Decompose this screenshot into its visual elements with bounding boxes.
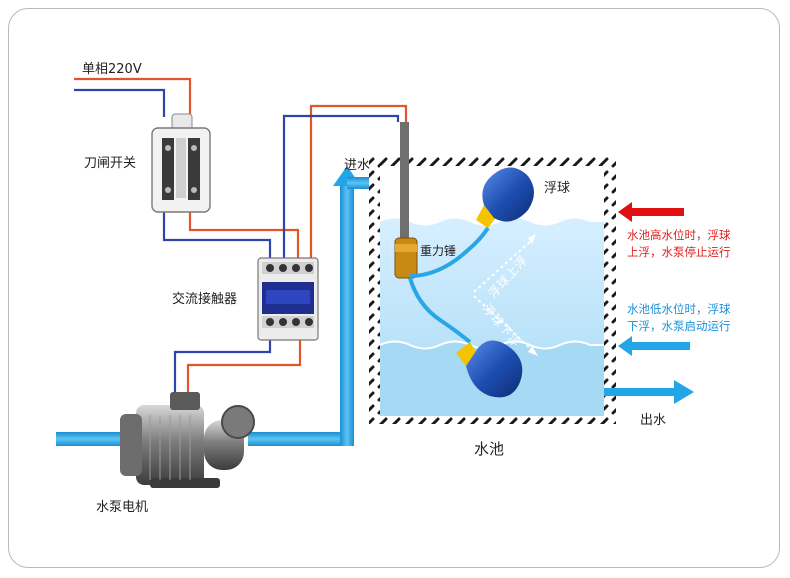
low-level-arrow xyxy=(618,336,690,356)
pipe-riser xyxy=(340,186,354,446)
contactor-label: 交流接触器 xyxy=(172,292,238,307)
neutral-wire-in xyxy=(74,88,166,117)
inlet-label: 进水 xyxy=(344,158,371,173)
pump-motor-label: 水泵电机 xyxy=(96,500,149,515)
live-wire-switch-to-contactor xyxy=(188,208,300,265)
high-level-note: 水池高水位时，浮球 上浮，水泵停止运行 xyxy=(627,227,731,261)
float-upper xyxy=(476,167,534,228)
low-level-note-line2: 下浮，水泵启动运行 xyxy=(627,319,731,333)
weight-label: 重力锤 xyxy=(420,244,457,258)
float-down-arrow xyxy=(473,295,535,353)
low-level-note-line1: 水池低水位时，浮球 xyxy=(627,302,731,316)
outlet-arrow xyxy=(604,380,694,404)
float-switch xyxy=(394,122,538,398)
wiring xyxy=(74,77,408,398)
pump-motor xyxy=(120,392,255,488)
high-level-note-line1: 水池高水位时，浮球 xyxy=(627,228,731,242)
outer-frame xyxy=(8,8,780,568)
low-level-note: 水池低水位时，浮球 下浮，水泵启动运行 xyxy=(627,301,731,335)
float-label: 浮球 xyxy=(544,181,571,196)
knife-switch-label: 刀闸开关 xyxy=(84,156,137,171)
neutral-wire-to-motor xyxy=(173,335,272,398)
outlet-label: 出水 xyxy=(640,413,667,428)
neutral-wire-switch-to-contactor xyxy=(162,208,272,265)
level-arrows xyxy=(604,202,694,404)
live-wire-to-motor xyxy=(186,335,302,398)
high-level-arrow xyxy=(618,202,684,222)
pipe-suction xyxy=(56,432,126,446)
knife-switch xyxy=(151,113,211,213)
float-up-arrow xyxy=(473,237,535,293)
live-wire-in xyxy=(74,77,192,117)
pipe-discharge xyxy=(248,432,354,446)
power-label: 单相220V xyxy=(82,62,142,77)
neutral-wire-to-float xyxy=(282,114,400,265)
live-wire-to-float xyxy=(309,104,408,265)
ac-contactor xyxy=(257,257,319,341)
float-lower xyxy=(456,340,523,398)
high-level-note-line2: 上浮，水泵停止运行 xyxy=(627,245,731,259)
tank-label: 水池 xyxy=(474,440,505,458)
